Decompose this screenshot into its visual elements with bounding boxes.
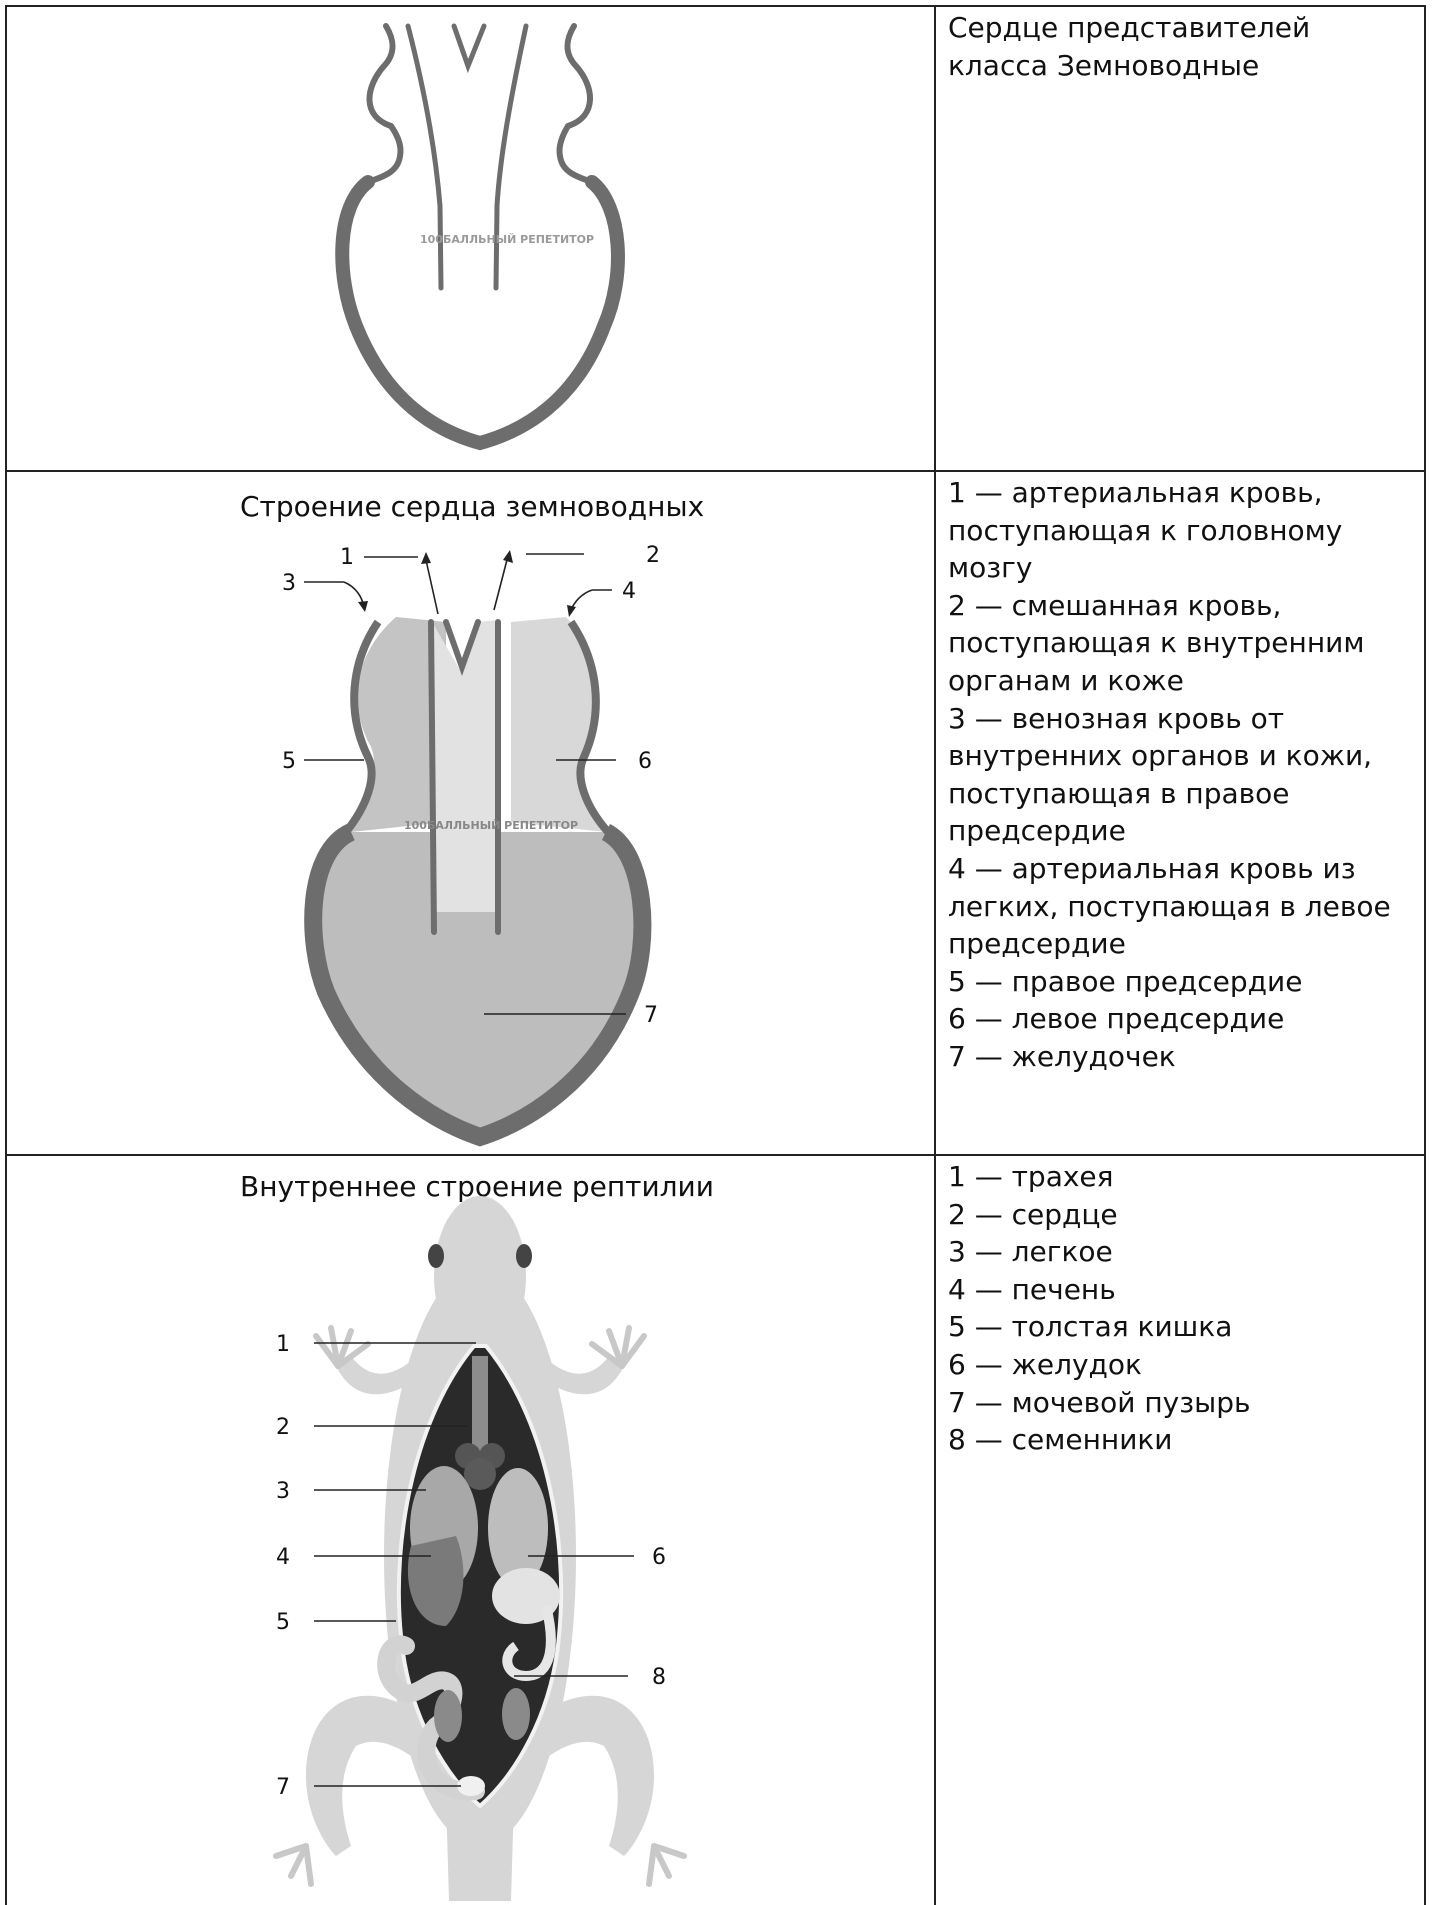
row1-description: Сердце представителей класса Земноводные <box>948 9 1408 84</box>
diagram-label-2: 2 <box>646 543 660 568</box>
diagram-label-4: 4 <box>622 579 636 604</box>
row1-text-line: Сердце представителей <box>948 9 1408 47</box>
row2-text-line: предсердие <box>948 925 1408 963</box>
reptile-label-5: 5 <box>276 1610 290 1635</box>
row2-text-line: внутренних органов и кожи, <box>948 737 1408 775</box>
row2-text-line: 5 — правое предсердие <box>948 963 1408 1001</box>
row2-text-line: 3 — венозная кровь от <box>948 700 1408 738</box>
reptile-anatomy-diagram: 1 2 3 4 5 6 7 8 <box>6 1156 934 1905</box>
row2-description: 1 — артериальная кровь, поступающая к го… <box>948 474 1408 1076</box>
row2-text-line: 2 — смешанная кровь, <box>948 587 1408 625</box>
amphibian-heart-outline-diagram: 100БАЛЛЬНЫЙ РЕПЕТИТОР <box>6 6 936 471</box>
table-border-right <box>1424 5 1426 1905</box>
diagram-label-3: 3 <box>282 571 296 596</box>
watermark-text: 100БАЛЛЬНЫЙ РЕПЕТИТОР <box>404 819 578 832</box>
row3-text-line: 2 — сердце <box>948 1196 1408 1234</box>
row2-text-line: предсердие <box>948 812 1408 850</box>
row3-text-line: 7 — мочевой пузырь <box>948 1384 1408 1422</box>
row2-text-line: 7 — желудочек <box>948 1038 1408 1076</box>
row2-text-line: 6 — левое предсердие <box>948 1000 1408 1038</box>
row2-text-line: 1 — артериальная кровь, <box>948 474 1408 512</box>
reptile-label-1: 1 <box>276 1332 290 1357</box>
diagram-label-6: 6 <box>638 749 652 774</box>
row2-text-line: легких, поступающая в левое <box>948 888 1408 926</box>
row2-text-line: поступающая к головному <box>948 512 1408 550</box>
row2-text-line: поступающая в правое <box>948 775 1408 813</box>
row3-text-line: 4 — печень <box>948 1271 1408 1309</box>
watermark-text: 100БАЛЛЬНЫЙ РЕПЕТИТОР <box>420 233 594 246</box>
row3-text-line: 5 — толстая кишка <box>948 1308 1408 1346</box>
row3-text-line: 6 — желудок <box>948 1346 1408 1384</box>
reptile-label-3: 3 <box>276 1479 290 1504</box>
amphibian-heart-structure-diagram: 100БАЛЛЬНЫЙ РЕПЕТИТОР 1 2 3 4 5 6 7 <box>6 472 934 1154</box>
row3-description: 1 — трахея 2 — сердце 3 — легкое 4 — печ… <box>948 1158 1408 1459</box>
row2-text-line: 4 — артериальная кровь из <box>948 850 1408 888</box>
diagram-label-1: 1 <box>340 545 354 570</box>
row2-text-line: органам и коже <box>948 662 1408 700</box>
row3-text-line: 8 — семенники <box>948 1421 1408 1459</box>
row3-text-line: 1 — трахея <box>948 1158 1408 1196</box>
reptile-label-6: 6 <box>652 1545 666 1570</box>
diagram-label-5: 5 <box>282 749 296 774</box>
row3-text-line: 3 — легкое <box>948 1233 1408 1271</box>
row1-text-line: класса Земноводные <box>948 47 1408 85</box>
reptile-label-7: 7 <box>276 1775 290 1800</box>
reptile-label-8: 8 <box>652 1665 666 1690</box>
diagram-label-7: 7 <box>644 1003 658 1028</box>
row2-text-line: мозгу <box>948 549 1408 587</box>
reptile-label-4: 4 <box>276 1545 290 1570</box>
row2-text-line: поступающая к внутренним <box>948 624 1408 662</box>
reptile-label-2: 2 <box>276 1415 290 1440</box>
